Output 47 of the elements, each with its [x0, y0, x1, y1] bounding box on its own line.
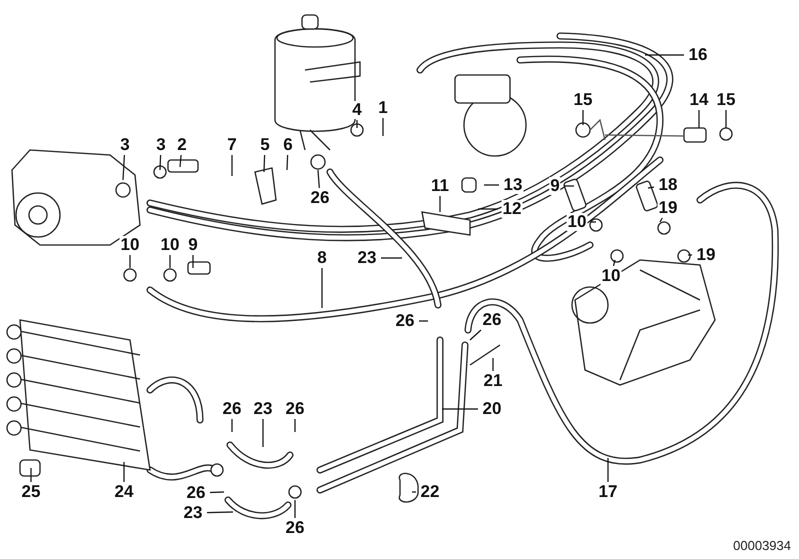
callout-number: 12 — [502, 200, 522, 218]
callout-number: 9 — [549, 177, 561, 195]
diagram-number: 00003934 — [733, 538, 791, 553]
leader-line — [317, 170, 320, 188]
leader-line — [470, 330, 482, 340]
callout-number: 13 — [502, 176, 524, 194]
leader-line — [179, 154, 182, 168]
leader-line — [381, 257, 402, 259]
leader-line — [582, 110, 584, 125]
leader-line — [442, 408, 478, 410]
leader-line — [159, 154, 162, 170]
callout-number: 10 — [600, 267, 622, 285]
leader-line — [492, 358, 494, 371]
leader-line — [612, 260, 616, 266]
leader-line — [129, 255, 131, 268]
leader-line — [231, 419, 233, 432]
leader-line — [564, 185, 574, 187]
leader-line — [192, 255, 194, 268]
leader-line — [725, 110, 727, 128]
leader-line — [607, 458, 609, 482]
leader-line — [122, 154, 125, 180]
leader-line — [698, 110, 700, 128]
leader-line — [262, 419, 264, 447]
leader-line — [412, 491, 416, 493]
leader-line — [478, 208, 498, 210]
leader-line — [263, 154, 266, 172]
callout-number: 4 — [351, 101, 363, 119]
callout-number: 10 — [566, 213, 588, 231]
leader-line — [210, 491, 224, 494]
leader-line — [169, 255, 171, 268]
leader-line — [30, 468, 32, 482]
leader-line — [645, 54, 684, 56]
leader-line — [419, 320, 428, 322]
leader-line — [648, 186, 654, 189]
leader-line — [321, 268, 323, 308]
leader-line — [294, 419, 296, 432]
leader-line — [382, 118, 384, 136]
leader-line — [484, 184, 499, 186]
leader-line — [294, 500, 296, 518]
leader-line — [206, 511, 234, 514]
leader-line — [688, 254, 692, 256]
leader-line — [659, 218, 663, 222]
leader-line — [231, 155, 233, 176]
leader-line — [439, 196, 441, 212]
leader-line — [123, 462, 125, 482]
leader-line — [286, 154, 288, 170]
leader-line — [591, 221, 596, 223]
